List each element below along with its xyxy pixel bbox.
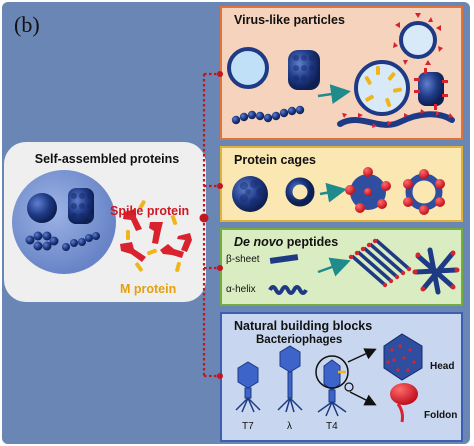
m-proteins <box>126 200 181 273</box>
foldon-structure <box>390 383 418 423</box>
phage-lambda <box>279 345 301 399</box>
de-novo-illustration <box>268 238 460 295</box>
phage-label-lambda: λ <box>287 421 292 432</box>
protein-cage-illustration <box>232 167 445 215</box>
self-assembled-proteins-title: Self-assembled proteins <box>34 152 180 166</box>
connector-dots <box>199 71 223 379</box>
de-novo-peptides-title: De novo peptides <box>234 235 338 249</box>
phage-t7 <box>237 361 259 399</box>
protein-cages-title: Protein cages <box>234 153 316 167</box>
de-novo-italic: De novo <box>234 235 284 249</box>
virus-like-particles-title: Virus-like particles <box>234 13 345 27</box>
de-novo-rest: peptides <box>283 235 339 249</box>
spike-proteins <box>120 209 192 262</box>
phage-t4 <box>323 359 341 403</box>
helix-bundle <box>413 247 459 295</box>
natural-building-blocks-box: Natural building blocks <box>220 312 463 442</box>
phage-head-structure <box>383 333 423 381</box>
foldon-label: Foldon <box>424 410 458 421</box>
natural-building-blocks-title: Natural building blocks <box>234 319 373 333</box>
beta-sheet-stack <box>350 238 410 286</box>
vlp-illustration <box>227 13 455 128</box>
spike-protein-label: Spike protein <box>110 204 190 218</box>
bacteriophages-subtitle: Bacteriophages <box>256 334 343 346</box>
phage-label-t7: T7 <box>242 421 254 432</box>
bacteriophage-illustration <box>235 333 423 423</box>
m-protein-label: M protein <box>120 282 177 296</box>
panel-label: (b) <box>14 12 40 37</box>
protein-assembly-illustration <box>12 170 116 274</box>
head-label: Head <box>430 361 455 372</box>
alpha-helix-label: α-helix <box>226 284 256 295</box>
phage-label-t4: T4 <box>326 421 338 432</box>
connector-lines <box>202 72 220 378</box>
beta-sheet-label: β-sheet <box>226 254 260 265</box>
